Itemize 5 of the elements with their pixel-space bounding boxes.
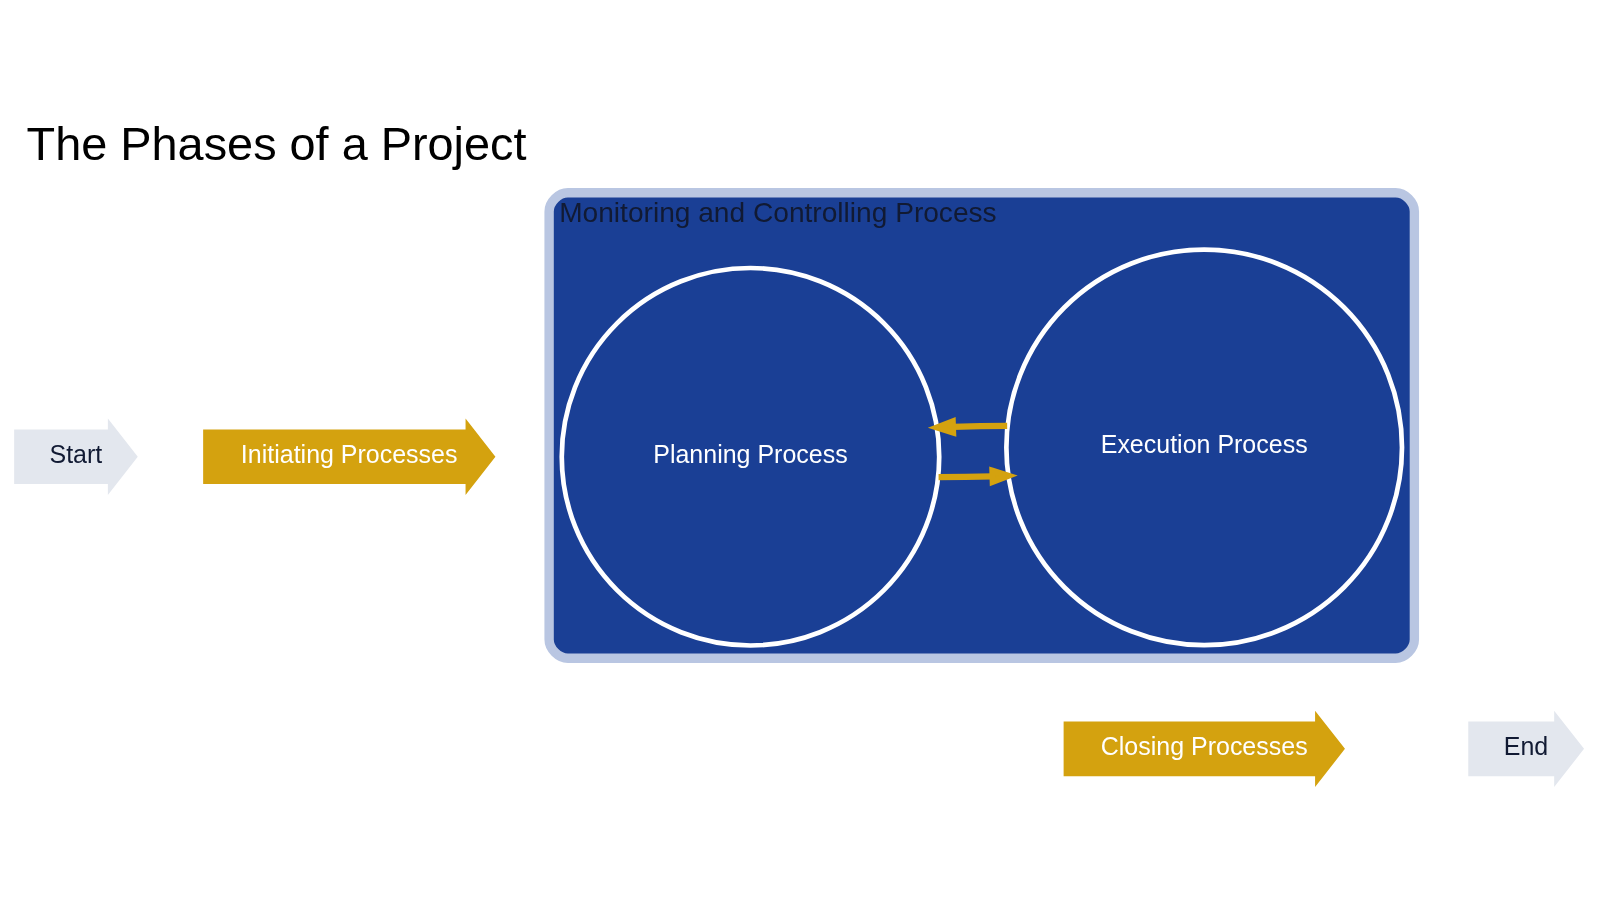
- arrow: [927, 416, 1008, 437]
- diagram-title: The Phases of a Project: [26, 117, 527, 170]
- node-circle: Execution Process: [1004, 246, 1405, 648]
- arrow: [938, 466, 1018, 486]
- node-circle: Planning Process: [559, 265, 942, 648]
